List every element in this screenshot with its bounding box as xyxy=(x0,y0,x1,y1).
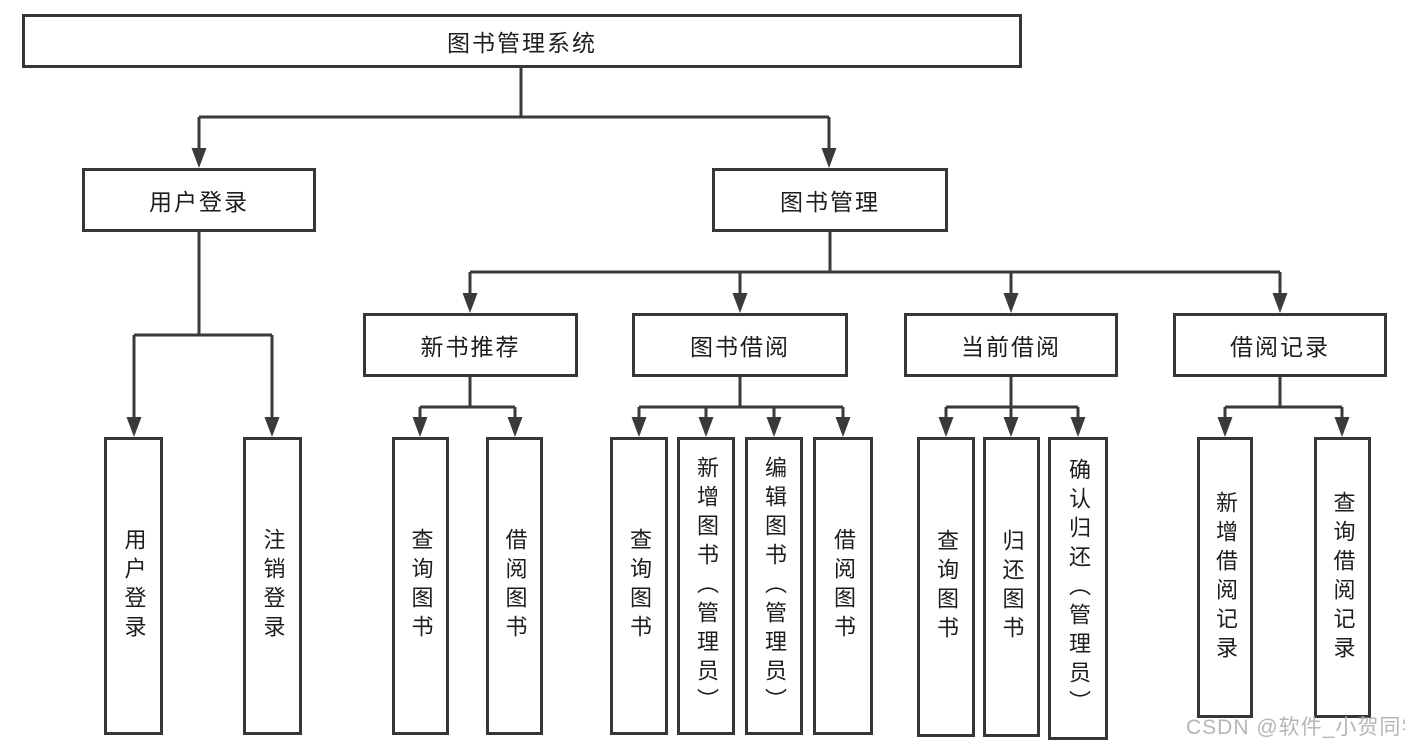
leaf-add-books-admin: 新增图书（管理员） xyxy=(677,437,735,735)
node-root: 图书管理系统 xyxy=(22,14,1022,68)
leaf-query-books: 查询图书 xyxy=(392,437,449,735)
node-book-management: 图书管理 xyxy=(712,168,948,232)
tree-edges xyxy=(132,68,1344,419)
leaf-borrow-books: 借阅图书 xyxy=(486,437,543,735)
node-user-login: 用户登录 xyxy=(82,168,316,232)
leaf-add-borrow-record: 新增借阅记录 xyxy=(1197,437,1253,718)
node-new-book-recommend: 新书推荐 xyxy=(363,313,578,377)
leaf-query-books: 查询图书 xyxy=(917,437,975,737)
leaf-user-login: 用户登录 xyxy=(104,437,163,735)
node-book-borrowing: 图书借阅 xyxy=(632,313,848,377)
leaf-query-books: 查询图书 xyxy=(610,437,668,735)
node-current-borrowing: 当前借阅 xyxy=(904,313,1118,377)
leaf-logout: 注销登录 xyxy=(243,437,302,735)
leaf-query-borrow-record: 查询借阅记录 xyxy=(1314,437,1371,718)
leaf-borrow-books: 借阅图书 xyxy=(813,437,873,735)
node-borrowing-records: 借阅记录 xyxy=(1173,313,1387,377)
leaf-edit-books-admin: 编辑图书（管理员） xyxy=(745,437,803,735)
leaf-confirm-return-admin: 确认归还（管理员） xyxy=(1048,437,1108,740)
leaf-return-books: 归还图书 xyxy=(983,437,1040,737)
csdn-watermark: CSDN @软件_小贺同学 xyxy=(1186,716,1405,739)
